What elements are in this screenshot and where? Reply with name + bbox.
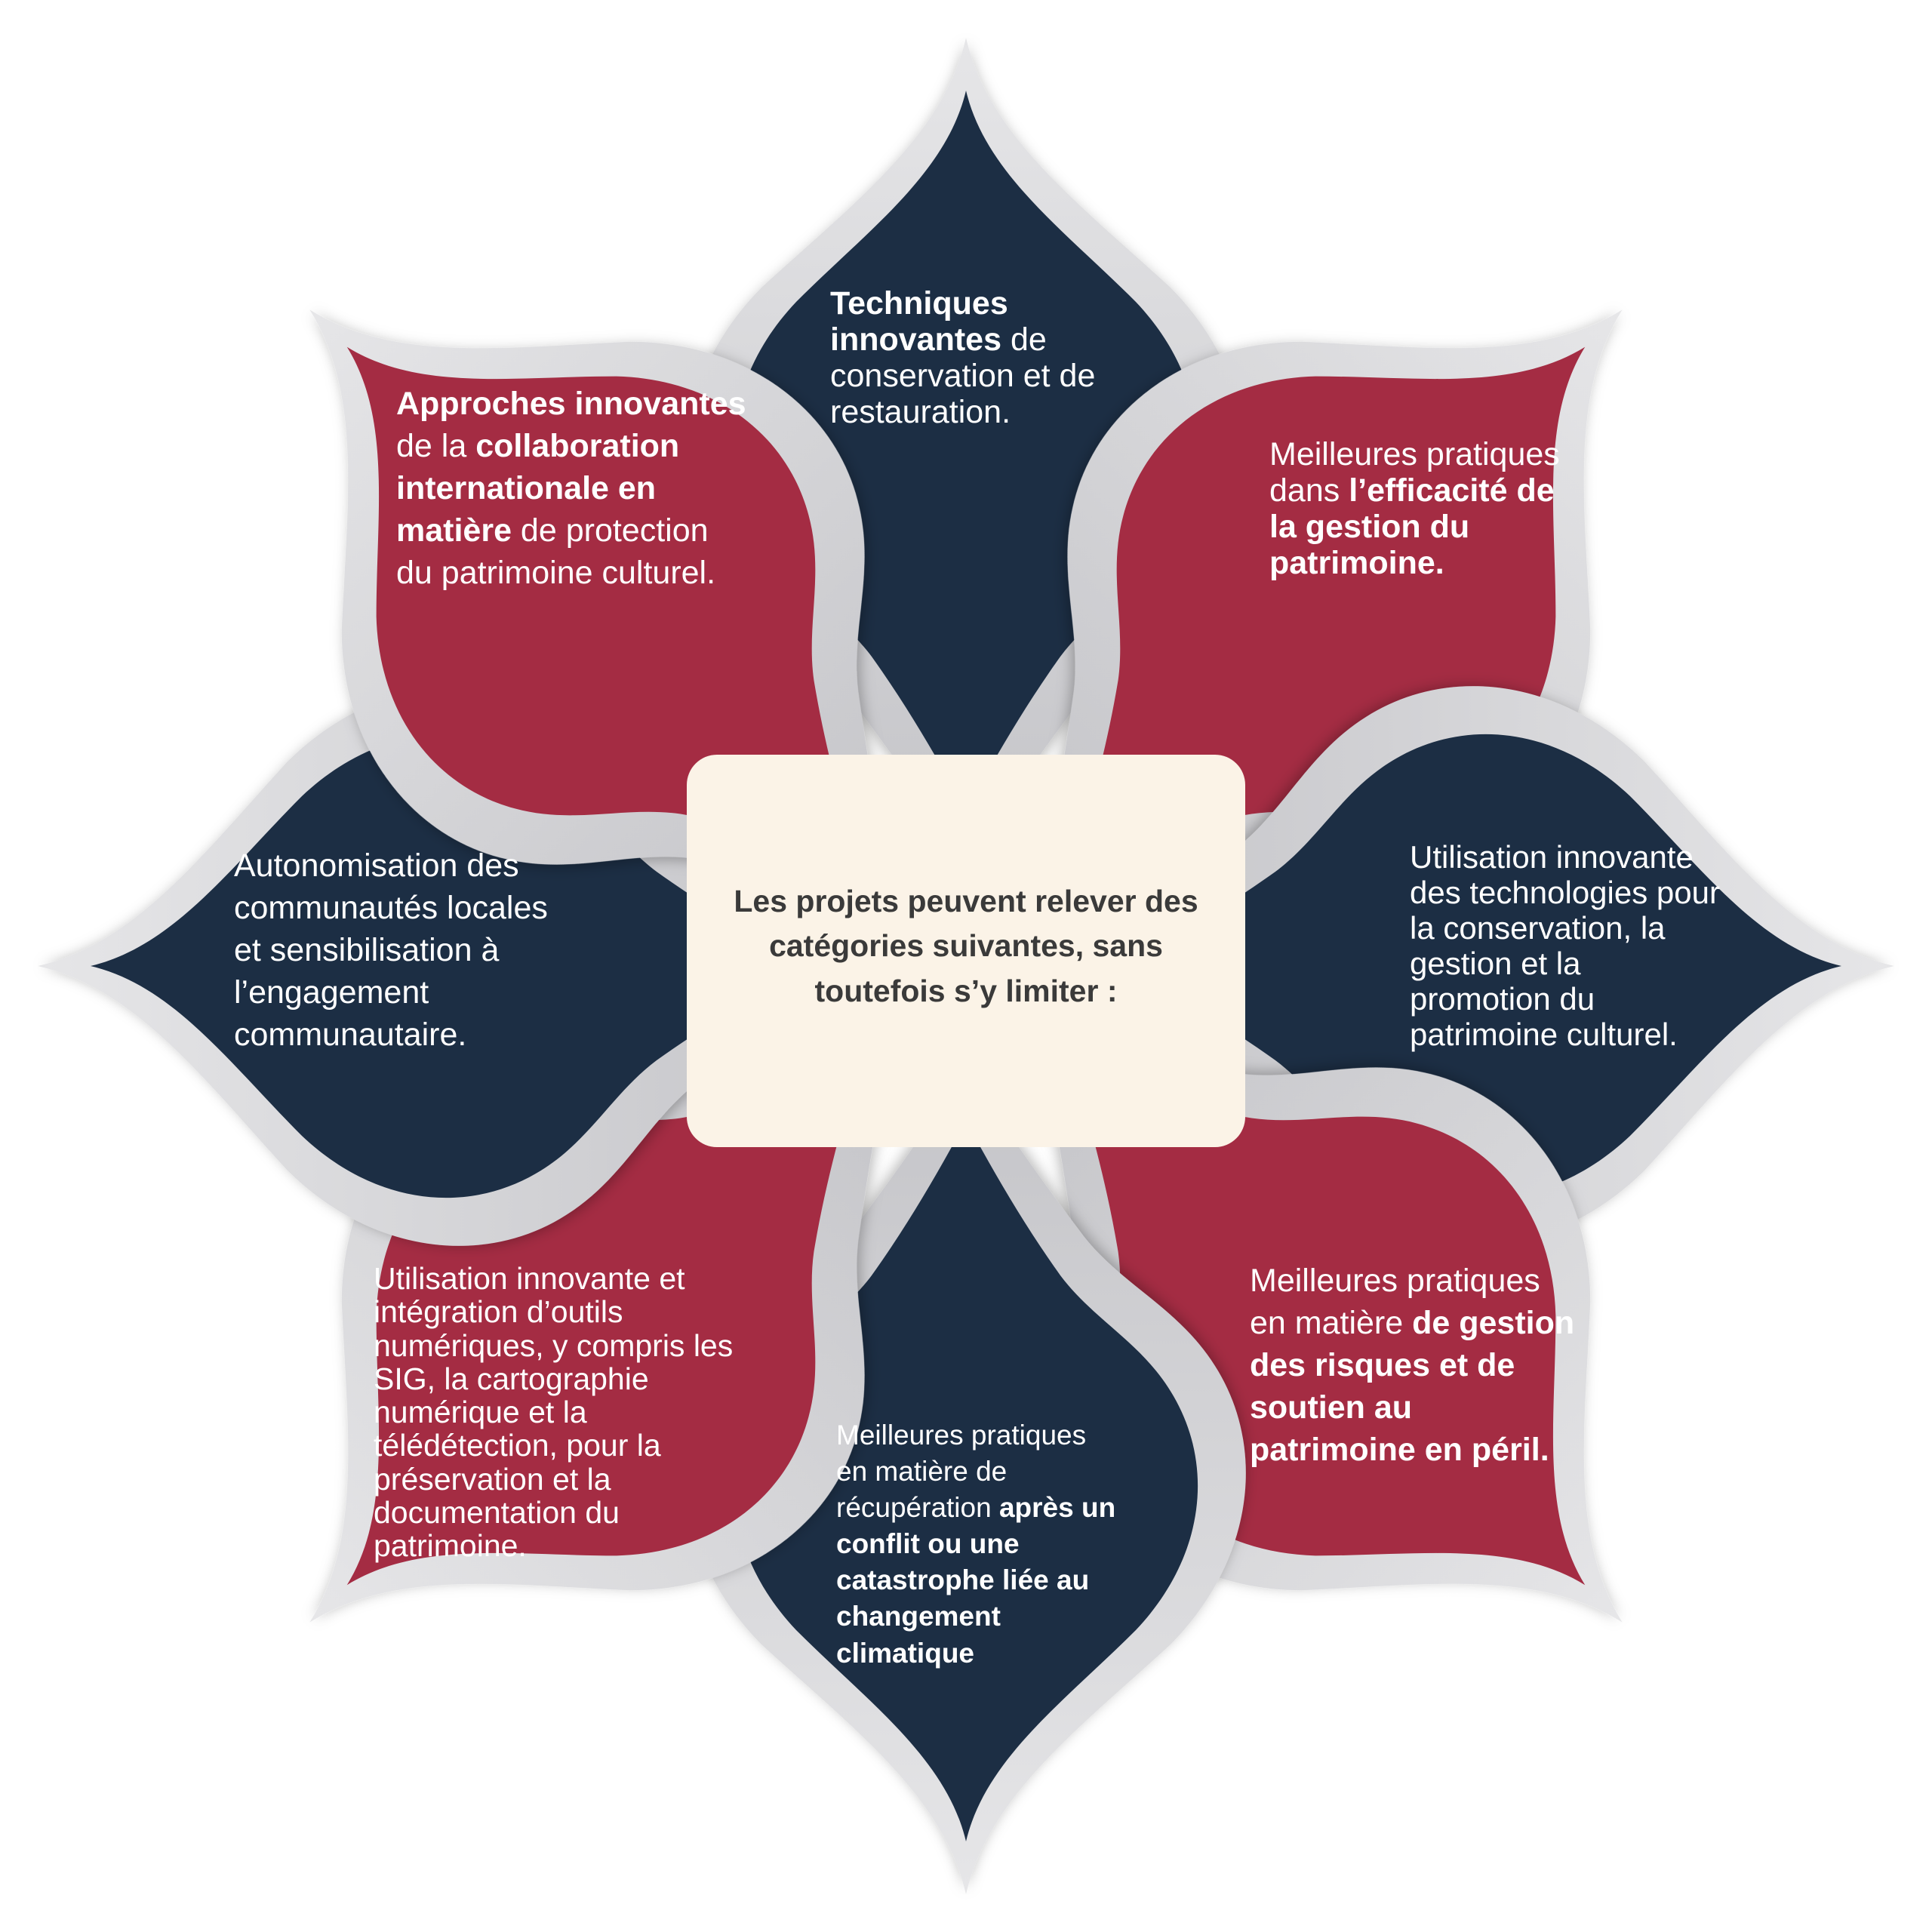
petal-text-segment: Utilisation innovante des technologies p… [1410,839,1720,1053]
petal-text-segment: l’efficacité de la gestion du patrimoine… [1269,472,1555,582]
petal-text-segment: de la [396,427,476,464]
petal-text-segment: Approches innovantes [396,386,746,422]
petal-text-top: Techniques innovantes de conservation et… [830,285,1147,431]
petal-text-segment: de gestion des risques et de soutien au … [1250,1304,1575,1468]
petal-fill [346,346,857,857]
petal-text-bottom-left: Utilisation innovante et intégration d’o… [374,1262,747,1562]
petal-text-segment: Meilleures pratiques dans [1269,436,1560,509]
petal-text-segment: Utilisation innovante et intégration d’o… [374,1261,734,1564]
petal-text-segment: Meilleures pratiques en matière [1250,1263,1540,1341]
petal-text-segment: Techniques innovantes [830,285,1008,358]
petal-top-left [309,309,897,897]
center-text: Les projets peuvent relever des catégori… [734,884,1198,1008]
petal-text-top-right: Meilleures pratiques dans l’efficacité d… [1269,436,1564,582]
petal-text-right: Utilisation innovante des technologies p… [1410,839,1727,1052]
petal-text-segment: Meilleures pratiques en matière de récup… [836,1420,1087,1524]
petal-text-segment: de conservation et de restauration. [830,321,1096,431]
petal-text-segment: collaboration internationale en matière [396,427,680,549]
petal-text-segment: de protection du patrimoine culturel. [396,512,716,591]
petal-text-segment: Autonomisation des communautés locales e… [234,848,548,1053]
petal-text-top-left: Approches innovantes de la collaboration… [396,383,751,594]
petal-text-bottom-right: Meilleures pratiques en matière de gesti… [1250,1260,1582,1471]
center-panel [687,755,1245,1147]
petal-text-bottom: Meilleures pratiques en matière de récup… [836,1417,1119,1672]
petal-text-left: Autonomisation des communautés locales e… [234,845,566,1056]
petal-text-segment: après un conflit ou une catastrophe liée… [836,1492,1116,1669]
